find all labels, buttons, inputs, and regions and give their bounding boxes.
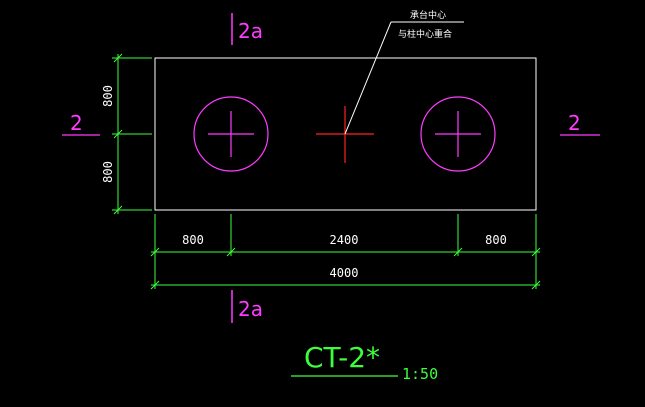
dim-total-label: 4000 bbox=[330, 266, 359, 280]
section-mark-bottom-label: 2a bbox=[238, 297, 263, 321]
section-mark-top: 2a bbox=[231, 13, 263, 45]
dim-seg3-label: 800 bbox=[485, 233, 507, 247]
section-mark-top-label: 2a bbox=[238, 19, 263, 43]
dim-left-tick-mid bbox=[113, 129, 123, 139]
pile-right bbox=[420, 96, 496, 172]
dimension-left bbox=[112, 53, 152, 215]
leader-note: 承台中心 与柱中心重合 bbox=[344, 9, 464, 135]
drawing-scale: 1:50 bbox=[402, 365, 438, 383]
dim-chain-tick-3 bbox=[453, 247, 463, 257]
dim-total-tick-2 bbox=[531, 280, 541, 290]
note-line2: 与柱中心重合 bbox=[398, 28, 452, 40]
dim-left-tick-bot bbox=[113, 205, 123, 215]
section-left-label: 2 bbox=[70, 111, 83, 135]
section-right-label: 2 bbox=[568, 111, 581, 135]
dim-seg1-label: 800 bbox=[182, 233, 204, 247]
dimension-bottom-chain bbox=[150, 214, 541, 290]
dim-left-top-label: 800 bbox=[101, 85, 115, 107]
section-mark-bottom: 2a bbox=[231, 290, 263, 323]
pile-right-circle bbox=[420, 96, 496, 172]
note-line1: 承台中心 bbox=[410, 9, 446, 21]
pile-left-circle bbox=[193, 96, 269, 172]
drawing-title-block: CT-2* 1:50 bbox=[291, 341, 438, 383]
dim-left-bottom-label: 800 bbox=[101, 161, 115, 183]
drawing-title: CT-2* bbox=[304, 341, 380, 374]
leader-line bbox=[344, 21, 392, 135]
dim-chain-tick-2 bbox=[226, 247, 236, 257]
dim-total-tick-1 bbox=[150, 280, 160, 290]
dim-chain-tick-4 bbox=[531, 247, 541, 257]
pile-left bbox=[193, 96, 269, 172]
dim-chain-tick-1 bbox=[150, 247, 160, 257]
section-right: 2 bbox=[560, 111, 600, 136]
pile-cap-outline bbox=[154, 57, 537, 211]
section-left: 2 bbox=[62, 111, 100, 136]
center-mark bbox=[316, 106, 374, 163]
dim-left-tick-top bbox=[113, 53, 123, 63]
dim-seg2-label: 2400 bbox=[330, 233, 359, 247]
